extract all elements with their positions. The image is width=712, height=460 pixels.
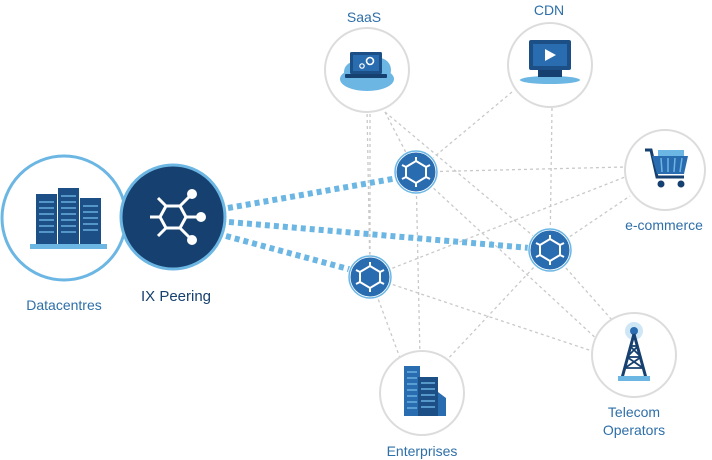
router-hexagon-icon [535, 235, 565, 265]
video-monitor-icon [520, 40, 580, 84]
enterprises-node[interactable] [379, 350, 465, 436]
router-hexagon-icon [401, 157, 431, 187]
cloud-laptop-icon [340, 52, 394, 91]
cdn-node[interactable] [507, 22, 593, 108]
shopping-cart-icon [645, 148, 688, 188]
router-node-1[interactable] [393, 149, 439, 195]
router-node-2[interactable] [527, 227, 573, 273]
router-node-3[interactable] [347, 254, 393, 300]
peering-link [228, 219, 531, 251]
mesh-lines [366, 91, 631, 363]
peering-link [227, 175, 399, 211]
peering-links [225, 175, 531, 273]
ix-peering-node[interactable] [119, 163, 227, 271]
telecom-label-line2: Operators [602, 422, 666, 438]
cdn-label: CDN [533, 2, 565, 18]
radio-tower-icon [618, 322, 650, 381]
telecom-label-line1: Telecom [607, 404, 661, 420]
ecommerce-label: e-commerce [625, 217, 703, 233]
datacentres-label: Datacentres [26, 297, 102, 313]
telecom-node[interactable] [591, 312, 677, 398]
saas-node[interactable] [324, 27, 410, 113]
exchange-hub-icon [150, 189, 206, 245]
office-building-icon [404, 366, 446, 416]
enterprises-label: Enterprises [386, 443, 458, 459]
ecommerce-node[interactable] [624, 129, 706, 211]
datacentres-node[interactable] [0, 154, 128, 282]
router-hexagon-icon [355, 262, 385, 292]
server-rack-icon [30, 188, 107, 249]
saas-label: SaaS [346, 9, 382, 25]
ix-peering-label: IX Peering [140, 288, 212, 305]
peering-link [225, 233, 353, 273]
